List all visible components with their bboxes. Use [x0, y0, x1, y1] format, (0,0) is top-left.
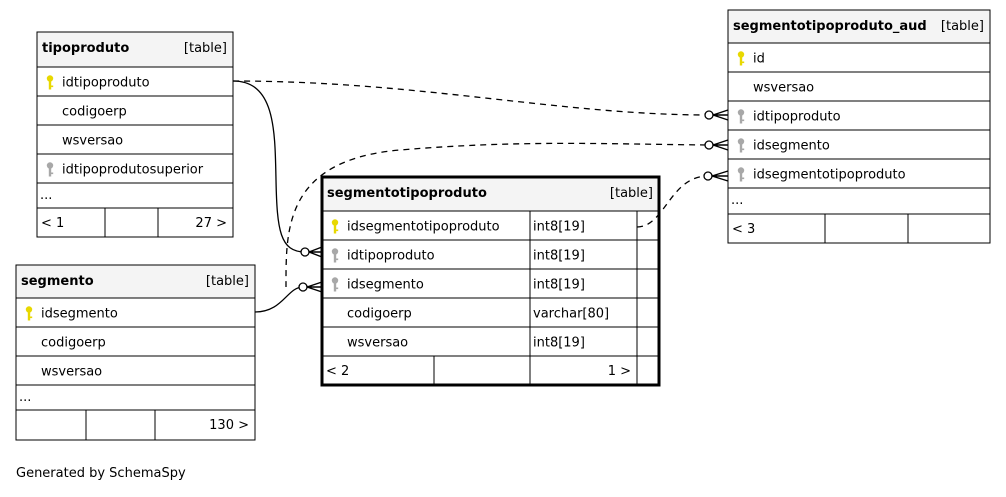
- table-segmentotipoproduto[interactable]: segmentotipoproduto [table] idsegmentotipo…: [320, 175, 661, 387]
- primary-key-icon: [25, 306, 33, 321]
- column-row: id: [737, 51, 765, 67]
- column-name: codigoerp: [41, 336, 106, 351]
- column-row: idtipoproduto: [46, 75, 150, 91]
- children-count: 27 >: [195, 216, 227, 231]
- children-count: 1 >: [608, 364, 631, 379]
- column-name: wsversao: [753, 81, 814, 96]
- parents-count: < 1: [41, 216, 64, 231]
- table-tag: [table]: [941, 19, 984, 34]
- column-name: codigoerp: [347, 307, 412, 322]
- column-type: int8[19]: [533, 249, 585, 264]
- relationship-line: [254, 281, 323, 313]
- column-type: int8[19]: [533, 336, 585, 351]
- more-rows-indicator: ...: [731, 193, 743, 208]
- relationships: [232, 80, 729, 313]
- table-tag: [table]: [184, 41, 227, 56]
- foreign-key-icon: [737, 167, 745, 182]
- column-name: idsegmentotipoproduto: [753, 168, 906, 183]
- column-name: wsversao: [347, 336, 408, 351]
- relationship-line: [636, 170, 729, 228]
- foreign-key-icon: [331, 277, 339, 292]
- column-name: idsegmentotipoproduto: [347, 220, 500, 235]
- table-segmento[interactable]: segmento [table] idsegmento codigoerp wsvers…: [15, 264, 256, 441]
- column-row: idsegmento: [25, 306, 118, 322]
- table-title: segmentotipoproduto_aud: [733, 19, 927, 34]
- column-row: wsversao: [62, 134, 123, 149]
- column-name: wsversao: [62, 134, 123, 149]
- parents-count: < 3: [732, 222, 755, 237]
- column-row: wsversao: [753, 81, 814, 96]
- column-row: idsegmentotipoproduto int8[19]: [331, 219, 585, 235]
- table-segmentotipoproduto_aud[interactable]: segmentotipoproduto_aud [table] id wsversao…: [727, 9, 991, 244]
- column-row: idsegmento: [737, 138, 830, 154]
- table-tag: [table]: [610, 186, 653, 201]
- foreign-key-icon: [331, 248, 339, 263]
- foreign-key-icon: [737, 138, 745, 153]
- children-count: 130 >: [209, 418, 249, 433]
- column-name: idtipoproduto: [62, 76, 150, 91]
- primary-key-icon: [331, 219, 339, 234]
- column-name: idtipoproduto: [347, 249, 435, 264]
- more-rows-indicator: ...: [19, 390, 31, 405]
- column-type: int8[19]: [533, 278, 585, 293]
- column-row: idtipoprodutosuperior: [46, 162, 204, 178]
- foreign-key-icon: [46, 162, 54, 177]
- column-row: wsversao int8[19]: [347, 336, 585, 351]
- parents-count: < 2: [326, 364, 349, 379]
- primary-key-icon: [46, 75, 54, 90]
- column-row: idtipoproduto int8[19]: [331, 248, 585, 264]
- more-rows-indicator: ...: [40, 188, 52, 203]
- column-name: id: [753, 52, 765, 67]
- generated-by-footer: Generated by SchemaSpy: [16, 466, 186, 481]
- column-row: codigoerp: [62, 105, 127, 120]
- column-name: wsversao: [41, 365, 102, 380]
- column-name: codigoerp: [62, 105, 127, 120]
- column-row: wsversao: [41, 365, 102, 380]
- column-type: varchar[80]: [533, 307, 609, 322]
- foreign-key-icon: [737, 109, 745, 124]
- column-row: codigoerp: [41, 336, 106, 351]
- relationship-line: [232, 80, 729, 121]
- column-name: idtipoprodutosuperior: [62, 163, 204, 178]
- column-row: idtipoproduto: [737, 109, 841, 125]
- column-name: idtipoproduto: [753, 110, 841, 125]
- relationship-line: [232, 80, 323, 258]
- column-row: idsegmento int8[19]: [331, 277, 585, 293]
- column-row: codigoerp varchar[80]: [347, 307, 609, 322]
- relationship-line: [285, 139, 729, 288]
- table-tag: [table]: [206, 274, 249, 289]
- column-name: idsegmento: [41, 307, 118, 322]
- column-name: idsegmento: [753, 139, 830, 154]
- table-title: segmentotipoproduto: [327, 186, 487, 201]
- column-name: idsegmento: [347, 278, 424, 293]
- table-title: tipoproduto: [42, 41, 129, 56]
- table-title: segmento: [21, 274, 94, 289]
- primary-key-icon: [737, 51, 745, 66]
- column-type: int8[19]: [533, 220, 585, 235]
- column-row: idsegmentotipoproduto: [737, 167, 906, 183]
- table-tipoproduto[interactable]: tipoproduto [table] idtipoproduto codigoerp…: [36, 31, 234, 238]
